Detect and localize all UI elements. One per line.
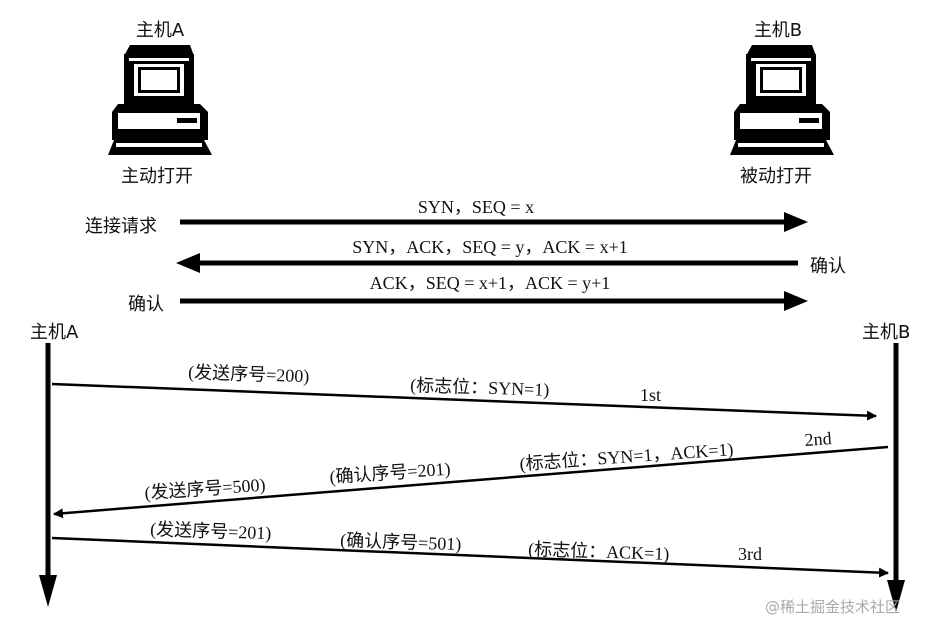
arrowhead-right-icon — [784, 212, 808, 232]
timeline-host-b-label: 主机B — [862, 322, 910, 343]
message-1: (发送序号=200) (标志位：SYN=1) 1st — [51, 362, 877, 421]
message-label: (标志位：SYN=1) — [410, 375, 550, 401]
host-b-state: 被动打开 — [740, 166, 812, 187]
computer-a-icon — [108, 45, 212, 155]
message-label: (标志位：ACK=1) — [528, 539, 670, 565]
computer-b-icon — [730, 45, 834, 155]
arrow-side-label: 确认 — [810, 256, 846, 277]
arrowhead-down-icon — [39, 575, 57, 607]
host-b-label: 主机B — [754, 20, 802, 41]
arrowhead-left-icon — [176, 253, 200, 273]
message-label: (发送序号=201) — [150, 519, 272, 544]
host-a-label: 主机A — [136, 20, 185, 41]
message-step: 2nd — [804, 428, 832, 450]
arrow-label: SYN，ACK，SEQ = y，ACK = x+1 — [352, 237, 627, 257]
message-step: 3rd — [738, 544, 762, 564]
watermark: @稀土掘金技术社区 — [765, 598, 900, 616]
host-a-state: 主动打开 — [121, 166, 193, 187]
arrow-label: SYN，SEQ = x — [418, 197, 534, 217]
top-arrow-2: SYN，ACK，SEQ = y，ACK = x+1 确认 — [176, 237, 846, 277]
message-step: 1st — [640, 385, 661, 405]
message-2: (发送序号=500) (确认序号=201) (标志位：SYN=1，ACK=1) … — [53, 428, 889, 519]
arrow-label: ACK，SEQ = x+1，ACK = y+1 — [370, 273, 611, 293]
top-arrow-1: SYN，SEQ = x 连接请求 — [85, 197, 808, 237]
message-label: (发送序号=200) — [188, 362, 310, 387]
timeline-host-a-label: 主机A — [30, 322, 79, 343]
arrowhead-down-icon — [887, 580, 905, 612]
arrowhead-right-icon — [784, 291, 808, 311]
top-arrow-3: ACK，SEQ = x+1，ACK = y+1 确认 — [128, 273, 808, 315]
message-label: (标志位：SYN=1，ACK=1) — [519, 439, 734, 475]
arrow-side-label: 连接请求 — [85, 216, 157, 237]
arrow-side-label: 确认 — [128, 294, 164, 315]
message-3: (发送序号=201) (确认序号=501) (标志位：ACK=1) 3rd — [51, 519, 889, 578]
